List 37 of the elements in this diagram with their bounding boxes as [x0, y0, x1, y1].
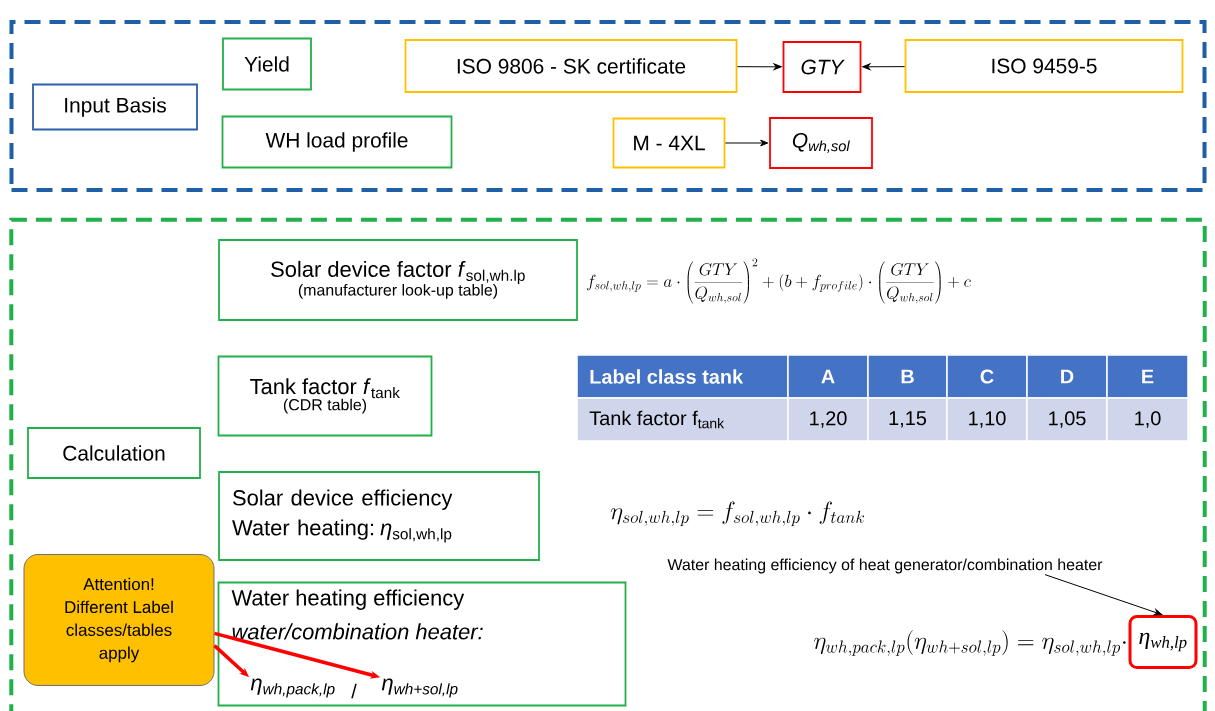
slash: /: [351, 683, 357, 699]
formula: $\eta_{wh,pack,lp}(\eta_{wh+sol,lp}) = \eta_{sol,wh,lp}\cdot$: [814, 630, 1126, 656]
leader-line: [1044, 574, 1163, 616]
table-header-cell: B: [867, 354, 948, 399]
table-header-cell: A: [787, 354, 869, 399]
step-box: Tank factor f$_{tank}$ (CDR table): [217, 355, 433, 437]
table-cell: 1,10: [946, 397, 1028, 442]
arrow: [862, 63, 906, 71]
table-header-cell: C: [946, 354, 1028, 399]
input-box: WH load profile: [221, 115, 453, 169]
table-cell: 1,05: [1026, 397, 1108, 442]
arrow: [724, 139, 769, 147]
callout-box: Attention! Different Label classes/tables apply: [23, 554, 215, 686]
source-box: ISO 9806 - SK certificate: [404, 39, 738, 93]
value-box: GTY: [782, 41, 862, 93]
dashed-group-frame: [9, 217, 1207, 711]
table-cell: 1,0: [1106, 397, 1189, 442]
formula-term: η$_{wh,pack,lp}$: [250, 678, 335, 698]
input-box: Input Basis: [32, 83, 198, 131]
formula-term: η$_{wh+sol,lp}$: [381, 678, 458, 698]
highlight-box: η$_{wh,lp}$: [1128, 615, 1198, 669]
input-box: Yield: [222, 37, 312, 91]
table-header-cell: E: [1106, 354, 1189, 399]
table-cell: 1,15: [867, 397, 948, 442]
arrow: [736, 63, 782, 71]
step-box: Solar device efficiency Water heating: η$_{sol,wh,lp}$: [218, 471, 540, 561]
leader-text: Water heating efficiency of heat generator/combination heater: [667, 558, 1103, 574]
step-box: Solar device factor f$_{sol,wh.lp}$ (manufacturer look-up table): [218, 239, 578, 321]
source-box: ISO 9459-5: [904, 39, 1184, 93]
dashed-group-frame: [9, 20, 1207, 192]
table-header-cell: D: [1026, 354, 1108, 399]
value-box: Q$_{wh,sol}$: [769, 117, 873, 169]
formula: $\eta_{sol,wh,lp} = f_{sol,wh,lp}\cdot f_{tank}$: [610, 501, 864, 527]
table-cell: 1,20: [787, 397, 869, 442]
step-box: Calculation: [27, 427, 201, 479]
formula: $f_{sol,wh,lp} = a\cdot\left(\frac{GTY}{Q_{wh,sol}}\right)^{2}+\left(b+f_{profile}\right)\cdot\left(\frac{GTY}{Q_{wh,sol}}\right)+c$: [587, 258, 971, 304]
source-box: M - 4XL: [612, 117, 726, 169]
